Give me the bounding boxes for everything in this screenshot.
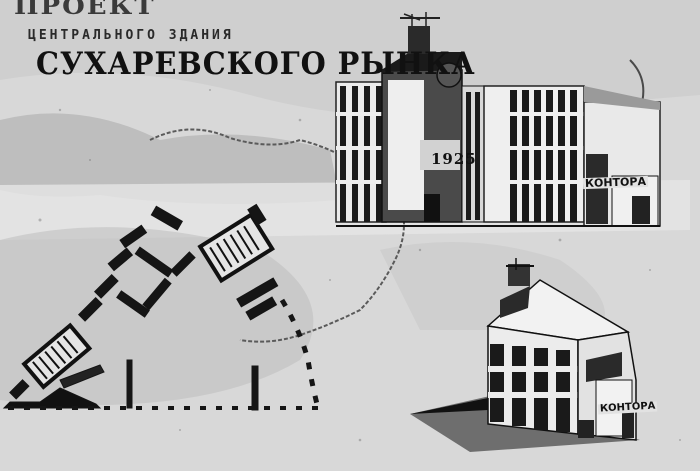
facade-elevation [335,12,661,227]
title-line-central-building: ЦЕНТРАЛЬНОГО ЗДАНИЯ [28,28,234,43]
facade-office-sign: КОНТОРА [582,174,649,191]
facade-year: 1925 [431,150,477,168]
title-line-market-name: СУХАРЕВСКОГО РЫНКА [36,46,476,82]
landscape-wash [0,113,340,204]
grain [38,89,681,442]
title-line-proekt: ПРОЕКТ [14,0,156,21]
site-plan [2,203,321,411]
